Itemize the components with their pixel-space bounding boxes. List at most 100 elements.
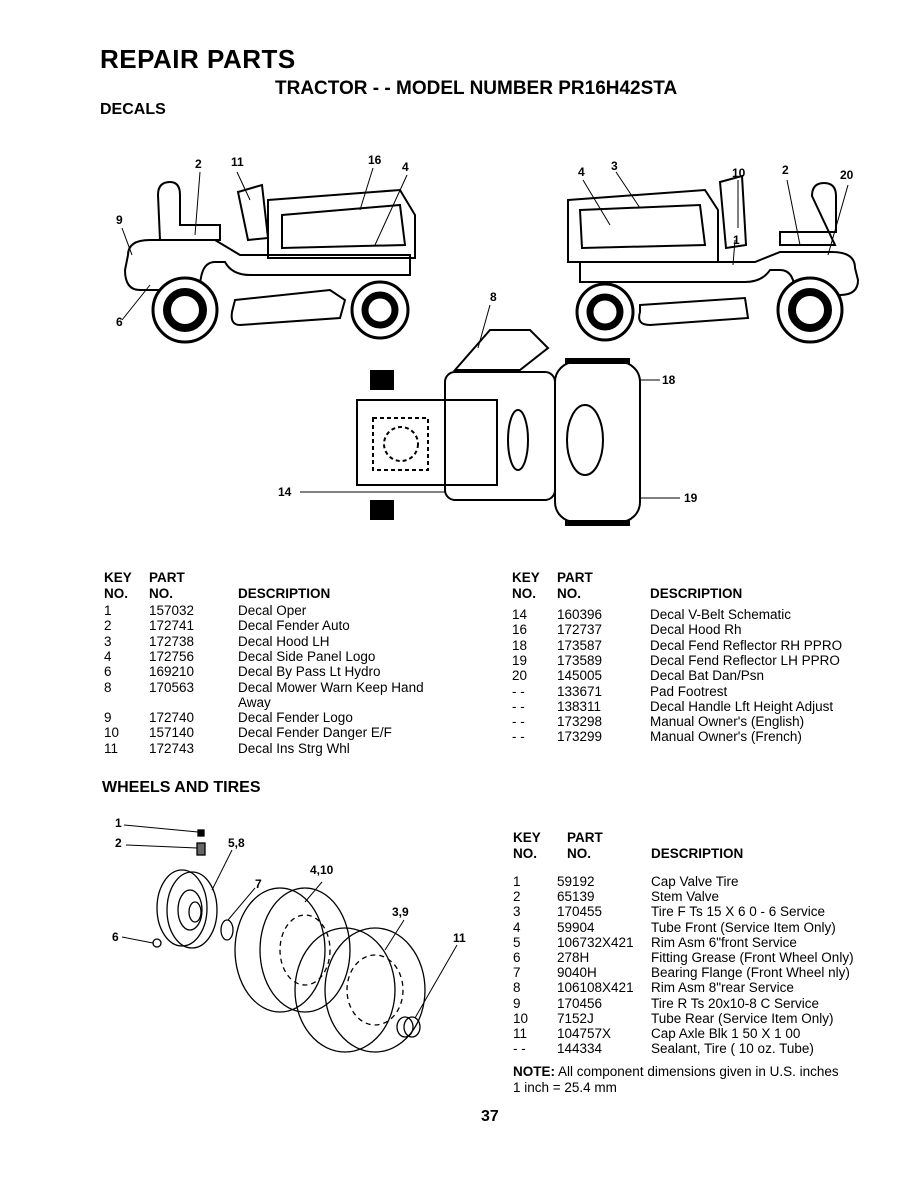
callout-decal-9: 9 — [116, 213, 123, 227]
cell-key: - - — [512, 714, 525, 730]
cell-desc: Decal V-Belt Schematic — [650, 607, 792, 622]
cell-desc: Decal Bat Dan/Psn — [650, 668, 765, 684]
note-conversion: 1 inch = 25.4 mm — [513, 1080, 617, 1095]
page-subtitle: TRACTOR - - MODEL NUMBER PR16H42STA — [275, 78, 678, 99]
cell-part: 172740 — [149, 710, 195, 726]
decal-leader-lines — [121, 167, 849, 499]
cell-key: 11 — [513, 1026, 528, 1041]
valve-stem — [196, 842, 206, 856]
callout-decal-20: 20 — [840, 168, 854, 182]
header-description: DESCRIPTION — [238, 586, 331, 601]
cell-desc: Manual Owner's (French) — [650, 729, 802, 745]
cell-key: 2 — [104, 618, 112, 634]
tractor-left-view — [123, 180, 416, 327]
cell-desc: Stem Valve — [651, 889, 720, 905]
cell-key: 14 — [512, 607, 528, 622]
decal-callout-labels: 2 11 16 4 9 6 4 3 10 2 20 1 8 18 14 19 — [116, 153, 854, 505]
cell-part: 160396 — [557, 607, 603, 622]
cell-key: - - — [512, 698, 525, 714]
tractor-right-view — [567, 174, 860, 327]
callout-decal-18: 18 — [662, 373, 676, 387]
callout-wheel-6: 6 — [112, 930, 119, 944]
cell-desc: Rim Asm 6"front Service — [651, 934, 797, 950]
cell-desc: Tire R Ts 20x10-8 C Service — [651, 995, 820, 1011]
header-part-no: NO. — [557, 586, 582, 601]
cell-desc: Away — [238, 694, 271, 710]
header-key: KEY — [512, 570, 540, 585]
cell-desc: Pad Footrest — [650, 683, 728, 699]
cell-key: 10 — [513, 1010, 529, 1026]
callout-wheel-2: 2 — [115, 836, 122, 850]
callout-decal-4b: 4 — [578, 165, 585, 179]
cell-key: 10 — [104, 725, 120, 741]
tractor-top-view-tires — [370, 358, 630, 526]
cell-key: 9 — [513, 995, 521, 1011]
callout-decal-8: 8 — [490, 290, 497, 304]
cell-desc: Tube Rear (Service Item Only) — [651, 1010, 834, 1026]
header-key: KEY — [513, 830, 541, 845]
cell-desc: Sealant, Tire ( 10 oz. Tube) — [651, 1041, 814, 1057]
cell-key: 6 — [513, 950, 521, 965]
cell-desc: Fitting Grease (Front Wheel Only) — [651, 950, 854, 965]
cell-key: 1 — [104, 603, 112, 618]
callout-decal-19: 19 — [684, 491, 698, 505]
callout-decal-3: 3 — [611, 159, 618, 173]
wheel-leader-lines — [121, 824, 458, 1019]
callout-wheel-11: 11 — [453, 931, 466, 945]
tractor-left-wheels — [151, 276, 410, 344]
cell-part: 173298 — [557, 714, 603, 730]
cell-part: 157140 — [149, 725, 195, 741]
callout-decal-16: 16 — [368, 153, 382, 167]
section-heading-wheels: WHEELS AND TIRES — [102, 779, 261, 796]
cell-key: 3 — [513, 904, 521, 920]
cell-desc: Decal Hood LH — [238, 633, 330, 649]
cell-key: 8 — [104, 679, 112, 695]
cell-part: 145005 — [557, 668, 603, 684]
cell-desc: Rim Asm 8"rear Service — [651, 980, 794, 996]
cell-desc: Tube Front (Service Item Only) — [651, 919, 836, 935]
callout-decal-6: 6 — [116, 315, 123, 329]
section-heading-decals: DECALS — [100, 101, 166, 118]
cell-part: 173589 — [557, 652, 603, 668]
cell-part: 106732X421 — [557, 934, 634, 950]
callout-decal-10: 10 — [732, 166, 746, 180]
cell-part: 170563 — [149, 679, 195, 695]
cell-key: 5 — [513, 934, 521, 950]
cell-part: 138311 — [557, 698, 602, 714]
header-description: DESCRIPTION — [651, 846, 744, 861]
header-part-no: NO. — [567, 846, 592, 861]
callout-wheel-1: 1 — [115, 816, 122, 830]
wheels-diagram: 1 2 5,8 7 6 4,10 3,9 11 — [112, 816, 466, 1053]
header-part: PART — [149, 570, 185, 585]
cell-part: 133671 — [557, 683, 603, 699]
cell-part: 157032 — [149, 603, 195, 618]
front-rim — [156, 869, 218, 949]
callout-wheel-4-10: 4,10 — [310, 863, 334, 877]
cell-key: 16 — [512, 622, 528, 638]
cell-part: 169210 — [149, 664, 195, 680]
cell-part: 7152J — [557, 1010, 594, 1026]
cell-key: 1 — [513, 874, 521, 889]
cell-desc: Decal Fender Logo — [238, 710, 353, 726]
page-title: REPAIR PARTS — [100, 44, 296, 74]
cell-part: 172756 — [149, 648, 195, 664]
header-part: PART — [557, 570, 593, 585]
cell-part: 172741 — [149, 618, 195, 634]
cell-desc: Decal Mower Warn Keep Hand — [238, 679, 424, 695]
cell-part: 59192 — [557, 874, 595, 889]
header-key-no: NO. — [104, 586, 129, 601]
cell-desc: Bearing Flange (Front Wheel nly) — [651, 965, 850, 981]
callout-decal-2b: 2 — [782, 163, 789, 177]
cell-key: 4 — [104, 648, 112, 664]
rear-tire — [294, 927, 426, 1053]
cell-desc: Decal Fend Reflector LH PPRO — [650, 652, 840, 668]
cell-part: 65139 — [557, 889, 595, 905]
cell-key: - - — [512, 729, 525, 745]
cell-desc: Decal Side Panel Logo — [238, 648, 376, 664]
cell-part: 173299 — [557, 729, 603, 745]
wheel-callout-labels: 1 2 5,8 7 6 4,10 3,9 11 — [112, 816, 466, 945]
cell-key: 2 — [513, 889, 521, 905]
cell-desc: Decal Ins Strg Whl — [238, 740, 350, 756]
